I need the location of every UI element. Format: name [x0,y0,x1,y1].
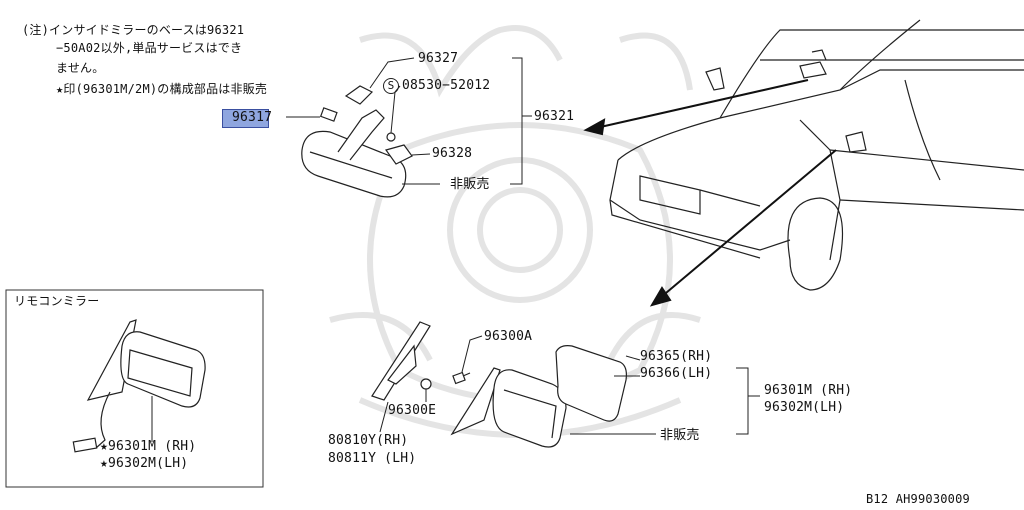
part-96328-label[interactable]: 96328 [432,146,473,161]
part-96300A-label[interactable]: 96300A [484,329,533,344]
remote-mirror-title: リモコンミラー [14,294,100,308]
car-arrows [583,79,837,307]
part-96366-label[interactable]: 96366(LH) [640,366,713,381]
highlight-box [222,109,269,128]
part-96301M-assy-label[interactable]: 96301M (RH) [764,383,853,398]
part-80810Y-label[interactable]: 80810Y(RH) [328,433,409,448]
part-96317-label[interactable]: 96317 [232,110,273,125]
remote-mirror-box [5,289,264,488]
part-96301M-rh-label[interactable]: ★96301M (RH) [100,439,197,454]
part-80811Y-label[interactable]: 80811Y (LH) [328,451,417,466]
door-mirror-leaders [379,335,760,435]
note-line-1: (注)インサイドミラーのベースは96321 [22,23,245,37]
part-96365-label[interactable]: 96365(RH) [640,349,713,364]
inside-mirror-not-for-sale: 非販売 [450,177,490,192]
part-96327-label[interactable]: 96327 [418,51,459,66]
screw-symbol-icon: S [383,78,399,94]
car-drawing [609,19,1024,291]
part-96321-label[interactable]: 96321 [534,109,575,124]
watermark-emblem [329,25,701,438]
part-96300E-label[interactable]: 96300E [388,403,437,418]
remote-mirror-drawing [72,319,206,453]
note-line-3: ません。 [56,61,105,75]
door-mirror-not-for-sale: 非販売 [660,428,700,443]
note-line-4: ★印(96301M/2M)の構成部品は非販売 [56,82,268,96]
part-96302M-lh-label[interactable]: ★96302M(LH) [100,456,189,471]
diagram-code: B12 AH99030009 [866,492,970,506]
inside-mirror-drawing [301,85,413,198]
door-mirror-drawing [371,321,627,448]
note-line-2: −50A02以外,単品サービスはでき [56,41,243,55]
part-08530-label[interactable]: 08530−52012 [402,78,491,93]
part-96302M-assy-label[interactable]: 96302M(LH) [764,400,845,415]
